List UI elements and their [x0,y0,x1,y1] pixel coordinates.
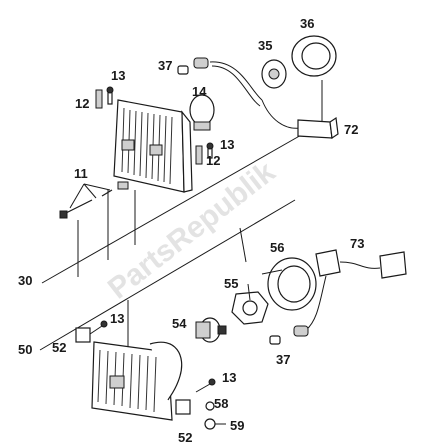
label-54: 54 [172,316,187,331]
screw-59 [204,418,226,430]
clip-52-left [75,320,108,343]
label-58: 58 [214,396,228,411]
label-59: 59 [230,418,244,433]
label-50: 50 [18,342,32,357]
wiring-harness-upper [209,61,339,140]
bolt-12-13-right [195,142,214,165]
label-13-lower: 13 [222,370,236,385]
bulb-14 [189,94,215,131]
h4-bulb-54 [195,317,227,343]
label-73: 73 [350,236,364,251]
label-12-right: 12 [206,153,220,168]
bulb-37-upper [177,57,209,75]
label-36: 36 [300,16,314,31]
socket-35 [261,59,287,89]
label-52-left: 52 [52,340,66,355]
label-13-right: 13 [220,137,234,152]
label-72: 72 [344,122,358,137]
label-11: 11 [74,166,88,181]
bolt-12-13-upper [95,86,114,109]
label-14: 14 [192,84,207,99]
label-37-lower: 37 [276,352,290,367]
cover-cap-36 [291,35,337,77]
label-13-left: 13 [110,311,124,326]
label-30: 30 [18,273,32,288]
label-52-right: 52 [178,430,192,445]
bulb-37-lower [269,325,309,345]
retaining-plate-55 [231,291,269,325]
label-35: 35 [258,38,272,53]
label-56: 56 [270,240,284,255]
washer-58 [205,401,215,411]
label-12-upper: 12 [75,96,89,111]
cover-ring-56 [267,257,317,311]
screw-set-11 [59,181,129,219]
part-labels: 11 12 13 14 13 12 37 35 36 72 30 56 73 5… [18,16,364,445]
label-13-upper: 13 [111,68,125,83]
label-37-upper: 37 [158,58,172,73]
lower-headlight-housing [91,341,183,421]
leader-lines [69,183,283,301]
clip-52-right [175,378,216,415]
label-55: 55 [224,276,238,291]
upper-headlight-housing [113,99,193,193]
connector-harness-73 [305,249,407,331]
